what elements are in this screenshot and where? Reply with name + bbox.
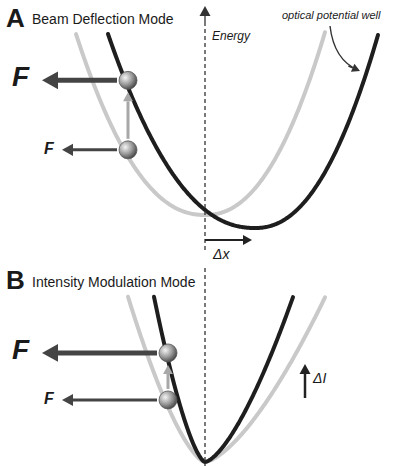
particle-ball (119, 141, 137, 159)
energy-rise-arrow-shaft (167, 374, 170, 389)
small-force-arrow-head (62, 394, 73, 406)
force-label: F (44, 140, 54, 158)
large-force-arrow (42, 344, 157, 362)
energy-axis (204, 20, 205, 250)
energy-rise-arrow-shaft (127, 101, 130, 138)
energy-rise-arrow-head (123, 92, 133, 101)
energy-axis-arrow (200, 6, 211, 22)
axis-label: Energy (212, 30, 250, 44)
energy-rise-arrow-head (163, 365, 173, 374)
panel-title: Intensity Modulation Mode (32, 274, 195, 290)
particle-ball (159, 391, 177, 409)
force-label: F (12, 61, 29, 93)
large-force-arrow-head (42, 344, 58, 362)
callout-arrow-head-head (351, 64, 360, 72)
energy-axis-arrow-shaft (204, 16, 205, 22)
energy-rise-arrow (163, 365, 173, 389)
particle-ball (119, 71, 137, 89)
small-force-arrow (62, 394, 157, 406)
small-force-arrow-shaft (73, 148, 117, 151)
shifted-well-curve (108, 34, 378, 228)
shift-arrow (205, 235, 252, 245)
panel-letter: A (6, 4, 25, 34)
large-force-arrow-head (42, 72, 58, 90)
callout-arrow (330, 26, 358, 70)
energy-rise-arrow (123, 92, 133, 138)
large-force-arrow-shaft (58, 78, 117, 83)
intensity-arrow-shaft (304, 374, 307, 398)
shift-arrow-shaft (205, 239, 243, 241)
intensity-arrow (300, 364, 311, 398)
force-label: F (44, 390, 54, 408)
callout-arrow-head (348, 64, 360, 72)
energy-axis (204, 268, 205, 466)
panel-letter: B (6, 266, 25, 296)
particle-ball (159, 344, 177, 362)
panel-title: Beam Deflection Mode (32, 11, 174, 27)
deepened-well-curve (154, 297, 293, 462)
shift-arrow-head (243, 235, 252, 245)
original-well-curve (128, 297, 325, 462)
small-force-arrow-head (62, 144, 73, 156)
delta-label: Δx (213, 246, 229, 262)
callout-label: optical potential well (282, 9, 380, 22)
force-label: F (12, 334, 29, 366)
original-well-curve (76, 32, 325, 215)
callout-arrow-head-shaft (348, 66, 352, 68)
well-curves (76, 32, 378, 462)
energy-axis-arrow-head (200, 6, 211, 16)
large-force-arrow-shaft (58, 350, 157, 355)
small-force-arrow (62, 144, 117, 156)
delta-label: ΔI (313, 370, 326, 386)
small-force-arrow-shaft (73, 398, 157, 401)
intensity-arrow-head (300, 364, 311, 374)
large-force-arrow (42, 72, 117, 90)
arrows-and-balls (42, 6, 360, 466)
